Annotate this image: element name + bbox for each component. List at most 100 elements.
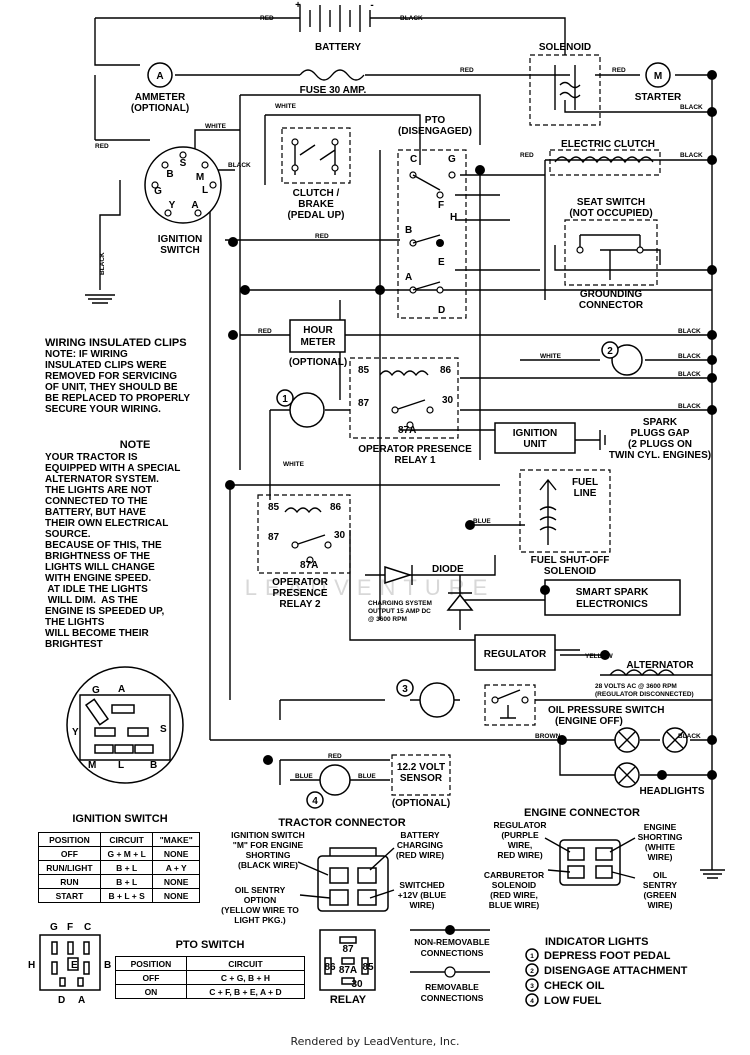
wire-black-8: BLACK bbox=[678, 733, 701, 740]
ignition-unit-label-1: IGNITION bbox=[513, 428, 557, 439]
note-line: THEIR OWN ELECTRICAL bbox=[45, 518, 169, 529]
indicator-2-n: 2 bbox=[530, 968, 534, 975]
spark-line-1: SPARK bbox=[643, 417, 678, 428]
ign-terminal-l: L bbox=[202, 185, 208, 196]
pto-terminal-c: C bbox=[410, 154, 417, 165]
footer: Rendered by LeadVenture, Inc. bbox=[290, 1035, 460, 1048]
wire-blue-2: BLUE bbox=[295, 773, 313, 780]
ign-terminal-s: S bbox=[180, 158, 187, 169]
tc-right2-2: WIRE) bbox=[409, 900, 434, 910]
pto-terminal-e: E bbox=[438, 257, 445, 268]
grounding-label-2: CONNECTOR bbox=[579, 300, 644, 311]
tc-left2-1: OPTION bbox=[244, 895, 277, 905]
ign-table-header: "MAKE" bbox=[152, 832, 200, 847]
wire-black-4: BLACK bbox=[678, 328, 701, 335]
wire-white-3: WHITE bbox=[540, 353, 562, 360]
charging-2: OUTPUT 15 AMP DC bbox=[368, 608, 431, 615]
plug-s: S bbox=[160, 724, 167, 735]
tc-right2-1: +12V (BLUE bbox=[398, 890, 447, 900]
note-line: THE LIGHTS ARE NOT bbox=[45, 485, 152, 496]
hour-meter: HOUR METER (OPTIONAL) bbox=[289, 319, 347, 368]
ec-right1-3: WIRE) bbox=[647, 852, 672, 862]
ign-label-2: SWITCH bbox=[160, 245, 199, 256]
seat-switch-label-1: SEAT SWITCH bbox=[577, 197, 645, 208]
indicator-4-label: LOW FUEL bbox=[544, 995, 602, 1007]
lamp-4-number: 4 bbox=[312, 796, 318, 807]
battery-plus: + bbox=[295, 0, 301, 11]
ignition-switch: S B M L G Y A IGNITION SWITCH bbox=[144, 146, 222, 256]
volt-sensor-3: (OPTIONAL) bbox=[392, 798, 450, 809]
tc-left1-3: (BLACK WIRE) bbox=[238, 860, 298, 870]
ign-table-cell: NONE bbox=[152, 846, 200, 861]
starter: M STARTER bbox=[635, 62, 682, 103]
clutch-label-2: BRAKE bbox=[298, 199, 334, 210]
note-line: BRIGHTNESS OF THE bbox=[45, 551, 151, 562]
note-line: BECAUSE OF THIS, THE bbox=[45, 540, 162, 551]
relay-pin-30: 30 bbox=[351, 979, 363, 990]
indicator-4-n: 4 bbox=[530, 998, 534, 1005]
watermark: LEADVENTURE bbox=[245, 575, 496, 600]
ec-left2-1: SOLENOID bbox=[492, 880, 536, 890]
pto-terminal-b: B bbox=[405, 225, 412, 236]
pto-table-cell: C + G, B + H bbox=[185, 970, 306, 985]
fuse: FUSE 30 AMP. bbox=[299, 69, 367, 96]
ign-table-cell: A + Y bbox=[152, 860, 200, 875]
wire-blue-3: BLUE bbox=[358, 773, 376, 780]
note-line: AT IDLE THE LIGHTS bbox=[45, 584, 148, 595]
ec-right2-1: SENTRY bbox=[643, 880, 677, 890]
indicator-1-label: DEPRESS FOOT PEDAL bbox=[544, 950, 671, 962]
plug-y: Y bbox=[72, 727, 79, 738]
plug-l: L bbox=[118, 760, 124, 771]
pto-plug-f: F bbox=[67, 922, 73, 933]
ign-table-cell: B + L bbox=[99, 860, 154, 875]
indicator-1-n: 1 bbox=[530, 953, 534, 960]
spark-line-3: (2 PLUGS ON bbox=[628, 439, 692, 450]
wire-red-6: RED bbox=[258, 328, 272, 335]
pto-plug-h: H bbox=[28, 960, 35, 971]
wire-red-4: RED bbox=[315, 233, 329, 240]
starter-symbol: M bbox=[654, 71, 662, 82]
pto-label-1: PTO bbox=[425, 115, 446, 126]
battery-wire-black: BLACK bbox=[400, 15, 423, 22]
relay1-pin-87a: 87A bbox=[398, 425, 416, 436]
tc-left1-2: SHORTING bbox=[246, 850, 291, 860]
hour-meter-label-3: (OPTIONAL) bbox=[289, 357, 347, 368]
tc-left1-0: IGNITION SWITCH bbox=[231, 830, 305, 840]
wire-blue-1: BLUE bbox=[473, 518, 491, 525]
note-line: WITH ENGINE SPEED. bbox=[45, 573, 152, 584]
relay2-pin-85: 85 bbox=[268, 502, 280, 513]
wire-black-vert: BLACK bbox=[99, 252, 106, 275]
tc-left2-0: OIL SENTRY bbox=[235, 885, 286, 895]
ign-table-cell: RUN/LIGHT bbox=[38, 860, 101, 875]
pto-terminal-a: A bbox=[405, 272, 412, 283]
tc-right1-1: CHARGING bbox=[397, 840, 444, 850]
ec-left1-3: RED WIRE) bbox=[497, 850, 543, 860]
wiring-clips-title: WIRING INSULATED CLIPS bbox=[45, 337, 187, 349]
fuel-label-2: LINE bbox=[574, 488, 597, 499]
ign-table-title: IGNITION SWITCH bbox=[72, 813, 168, 825]
connection-dots bbox=[225, 70, 717, 780]
indicator-title: INDICATOR LIGHTS bbox=[545, 936, 648, 948]
relay1-label-2: RELAY 1 bbox=[394, 455, 436, 466]
pto-plug-a: A bbox=[78, 995, 85, 1006]
battery-wire-red: RED bbox=[260, 15, 274, 22]
tc-right1-0: BATTERY bbox=[400, 830, 440, 840]
wire-red-7: RED bbox=[328, 753, 342, 760]
ign-terminal-g: G bbox=[154, 186, 162, 197]
wire-yellow: YELLOW bbox=[585, 653, 614, 660]
note-line: WILL DIM. AS THE bbox=[45, 595, 138, 606]
diode-label: DIODE bbox=[432, 564, 464, 575]
wire-red-3: RED bbox=[95, 143, 109, 150]
pto-terminal-f: F bbox=[438, 200, 444, 211]
solenoid-label: SOLENOID bbox=[539, 42, 591, 53]
pto-table-header: CIRCUIT bbox=[185, 956, 306, 971]
tc-right1-2: (RED WIRE) bbox=[396, 850, 444, 860]
relay2-pin-30: 30 bbox=[334, 530, 346, 541]
pto-plug-d: D bbox=[58, 995, 65, 1006]
